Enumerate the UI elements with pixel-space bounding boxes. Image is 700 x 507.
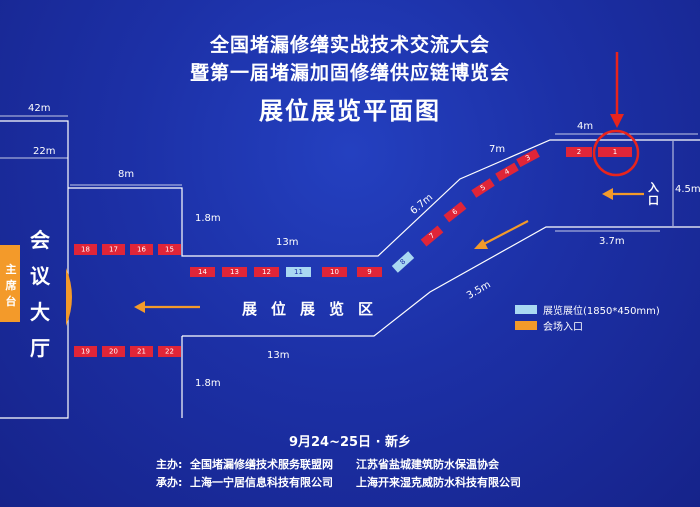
legend-label: 会场入口 [543, 321, 583, 333]
dimension-label: 1.8m [195, 213, 221, 224]
booth-row-middle: 14 13 12 11 10 9 [190, 267, 382, 277]
booth-number: 4 [503, 167, 511, 176]
direction-arrows [134, 188, 644, 313]
booth-number: 5 [479, 183, 487, 192]
dimension-label: 8m [118, 169, 135, 180]
booth-number: 11 [294, 268, 303, 276]
booth-number: 10 [330, 268, 339, 276]
stage-label: 主席台 [5, 263, 17, 308]
circle-highlight-icon [592, 129, 640, 177]
co-organizer-line: 承办: 上海一宁居信息科技有限公司 上海开来湿克威防水科技有限公司 [156, 476, 522, 489]
event-date: 9月24~25日 · 新乡 [288, 435, 412, 450]
booth-number: 13 [230, 268, 239, 276]
booth-number: 1 [613, 148, 617, 156]
booth-number: 9 [367, 268, 371, 276]
legend-swatch [515, 304, 537, 314]
title-line-1: 全国堵漏修缮实战技术交流大会 [209, 34, 490, 56]
dimension-label: 3.7m [599, 236, 625, 247]
corridor-outlines [0, 120, 700, 419]
title-line-3: 展位展览平面图 [259, 97, 441, 125]
booth-number: 7 [428, 231, 437, 240]
stage-platform [0, 245, 20, 322]
booth-number: 15 [165, 246, 174, 254]
booth-number: 22 [165, 348, 174, 356]
booth-number: 21 [137, 348, 146, 356]
booth-number: 17 [109, 246, 118, 254]
dimension-label: 22m [33, 146, 56, 157]
booth-number: 6 [451, 207, 460, 216]
booth-number: 2 [577, 148, 581, 156]
booth-number: 16 [137, 246, 146, 254]
corridor-lower-edge [182, 226, 700, 337]
booth-number: 12 [262, 268, 271, 276]
dimension-label: 42m [28, 103, 51, 114]
arrow-diagonal-icon [481, 220, 529, 246]
booth-number: 18 [81, 246, 90, 254]
hall-outline [0, 120, 69, 419]
booth-number: 8 [399, 258, 408, 267]
dimension-label: 13m [276, 237, 299, 248]
booth-row-diagonal: 8 7 6 5 4 3 [391, 148, 540, 273]
dimension-label: 13m [267, 350, 290, 361]
booth-number: 20 [109, 348, 118, 356]
booth-number: 19 [81, 348, 90, 356]
organizer-line: 主办: 全国堵漏修缮技术服务联盟网 江苏省盐城建筑防水保温协会 [156, 458, 500, 471]
booth-number: 3 [524, 153, 532, 162]
booth-number: 14 [198, 268, 207, 276]
dimension-lines [0, 115, 698, 257]
dimension-label: 4m [577, 121, 594, 132]
title-line-2: 暨第一届堵漏加固修缮供应链博览会 [189, 62, 510, 84]
dimension-label: 4.5m [675, 184, 700, 195]
booth-row-bottom: 19 20 21 22 [74, 346, 181, 357]
legend-swatch [515, 320, 537, 330]
legend-item-exhibit-booth: 展览展位(1850*450mm) [515, 303, 660, 317]
corridor-upper-edge [68, 139, 700, 257]
dimension-label: 1.8m [195, 378, 221, 389]
highlight-marker [592, 52, 640, 177]
dimension-label: 7m [489, 144, 506, 155]
booth-row-right: 2 1 [566, 147, 632, 157]
entrance-label: 入口 [648, 181, 659, 207]
booth-row-top: 18 17 16 15 [74, 244, 181, 255]
hall-name: 会议大厅 [30, 228, 50, 360]
legend-item-entrance: 会场入口 [515, 319, 583, 333]
hall-entrance-marker [66, 268, 72, 326]
exhibit-zone-label: 展位展览区 [242, 300, 388, 318]
legend-label: 展览展位(1850*450mm) [543, 305, 660, 317]
